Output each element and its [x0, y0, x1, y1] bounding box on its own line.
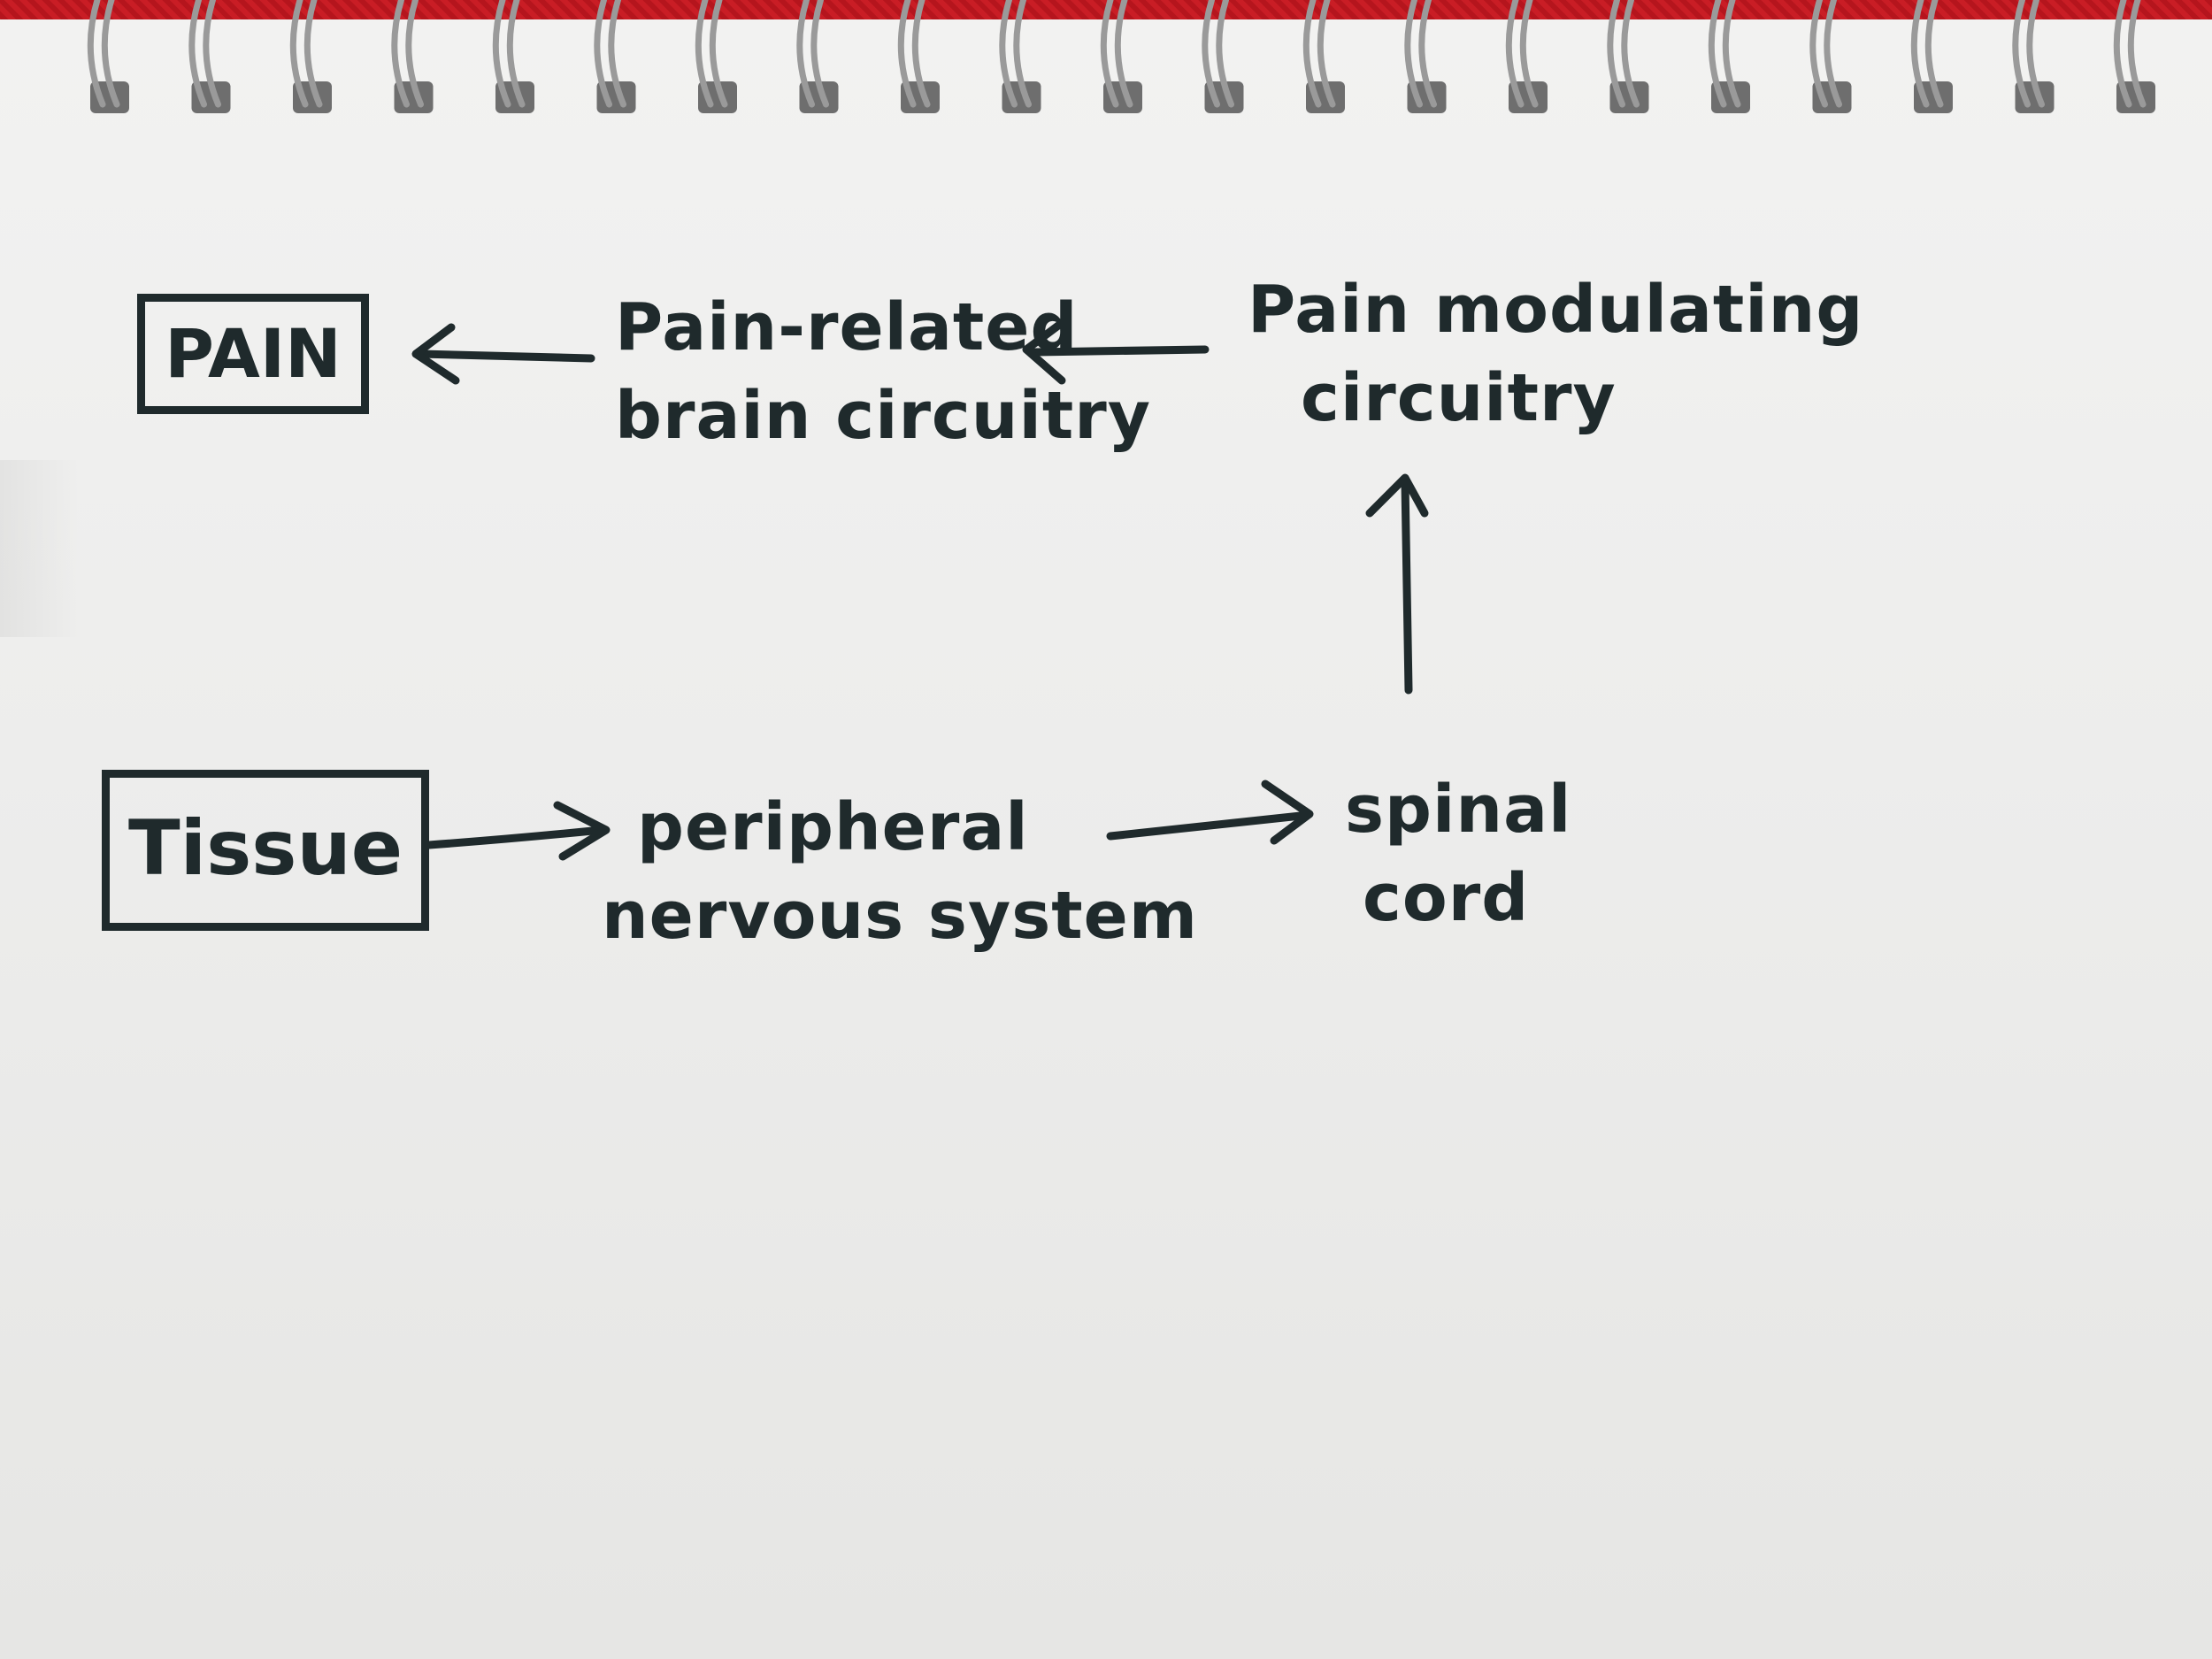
arrow-pns-to-spinal — [1106, 780, 1314, 845]
node-brain-line1: Pain-related — [615, 289, 1079, 365]
binding-coil — [1404, 0, 1423, 108]
node-pain-label: PAIN — [165, 314, 342, 393]
node-modulating-line1: Pain modulating — [1248, 272, 1864, 348]
binding-coil — [897, 0, 917, 108]
binding-coil — [1100, 0, 1119, 108]
node-tissue-label: Tissue — [127, 804, 403, 893]
binding-coil — [87, 0, 106, 108]
binding-coil — [911, 0, 931, 108]
binding-coil — [1114, 0, 1133, 108]
node-pns-line1: peripheral — [637, 789, 1029, 865]
node-tissue: Tissue — [102, 770, 429, 931]
node-modulating-line2: circuitry — [1301, 360, 1617, 436]
node-spinal-line1: spinal — [1345, 772, 1572, 848]
binding-coil — [2127, 0, 2147, 108]
page-fold-shadow — [0, 460, 80, 637]
binding-coil — [101, 0, 120, 108]
spiral-binding — [87, 0, 2155, 113]
binding-coil — [1924, 0, 1944, 108]
binding-coil — [405, 0, 424, 108]
binding-coil — [608, 0, 626, 108]
binding-coil — [1216, 0, 1234, 108]
binding-coil — [2026, 0, 2045, 108]
binding-coil — [492, 0, 511, 108]
binding-coil — [1722, 0, 1741, 108]
binding-coil — [1910, 0, 1930, 108]
binding-coil — [594, 0, 612, 108]
binding-coil — [1013, 0, 1032, 108]
binding-coil — [188, 0, 207, 108]
node-peripheral-nervous-system: peripheral nervous system — [602, 783, 1198, 960]
binding-coil — [1621, 0, 1640, 108]
node-brain-line2: brain circuitry — [615, 378, 1151, 454]
binding-coil — [289, 0, 309, 108]
node-pain-modulating: Pain modulating circuitry — [1248, 265, 1863, 442]
binding-coil — [1505, 0, 1525, 108]
arrow-tissue-to-pns — [425, 801, 611, 861]
node-brain-circuitry: Pain-related brain circuitry — [615, 283, 1151, 460]
node-spinal-cord: spinal cord — [1345, 765, 1571, 942]
notebook-page — [0, 19, 2212, 1659]
binding-coil — [1317, 0, 1336, 108]
binding-coil — [2113, 0, 2132, 108]
binding-coil — [203, 0, 221, 108]
binding-coil — [810, 0, 829, 108]
arrow-modulating-to-brain — [1022, 319, 1210, 385]
arrow-brain-to-pain — [411, 323, 595, 385]
binding-coil — [1202, 0, 1220, 108]
binding-coil — [1708, 0, 1727, 108]
binding-coil — [1809, 0, 1828, 108]
node-spinal-line2: cord — [1363, 860, 1530, 936]
binding-coil — [999, 0, 1018, 108]
node-pns-line2: nervous system — [602, 878, 1198, 954]
binding-coil — [1824, 0, 1842, 108]
binding-coil — [1302, 0, 1322, 108]
binding-coil — [1607, 0, 1625, 108]
binding-coil — [506, 0, 526, 108]
node-pain: PAIN — [137, 294, 369, 414]
binding-coil — [695, 0, 714, 108]
binding-coil — [709, 0, 728, 108]
binding-coil — [1519, 0, 1539, 108]
binding-coil — [391, 0, 410, 108]
arrow-spinal-to-modulating — [1365, 473, 1429, 695]
binding-coil — [2012, 0, 2031, 108]
binding-coil — [1418, 0, 1437, 108]
binding-coil — [796, 0, 815, 108]
binding-coil — [303, 0, 323, 108]
